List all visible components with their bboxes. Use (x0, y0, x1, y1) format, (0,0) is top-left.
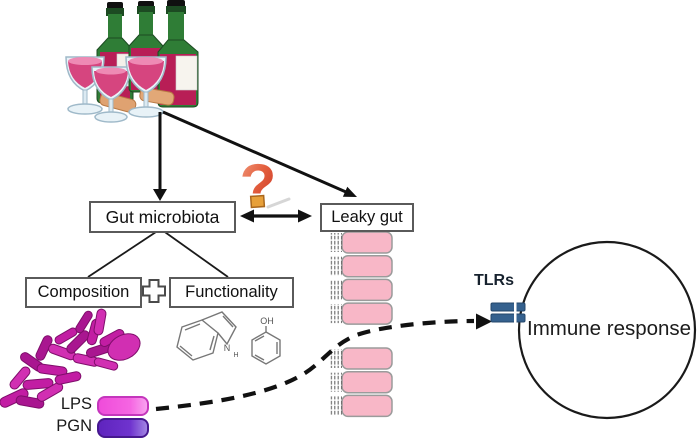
gut-microbiota-box: Gut microbiota (89, 201, 236, 233)
double-arrow-gut-leaky (240, 209, 312, 223)
lps-label: LPS (60, 395, 92, 413)
leaky-gut-label: Leaky gut (331, 208, 403, 226)
svg-text:H: H (233, 352, 238, 359)
plus-icon (142, 279, 166, 303)
composition-box: Composition (25, 277, 142, 308)
wine-glass-icon (91, 66, 131, 123)
gut-bacteria-cluster-icon (0, 308, 141, 409)
svg-text:N: N (224, 343, 231, 353)
gut-microbiota-label: Gut microbiota (105, 206, 220, 227)
question-mark-icon: ? (240, 152, 291, 219)
svg-text:?: ? (240, 152, 277, 219)
indole-structure-icon: N H (176, 311, 239, 361)
wine-bottles-and-glasses-icon (65, 0, 199, 123)
composition-label: Composition (37, 283, 130, 301)
lps-swatch (97, 396, 149, 416)
phenol-structure-icon: OH (251, 316, 281, 365)
arrow-wine-to-gut-microbiota (153, 112, 167, 201)
pgn-label: PGN (56, 417, 92, 435)
leaky-gut-box: Leaky gut (320, 203, 414, 232)
dashed-translocation-arrow (155, 313, 492, 412)
pgn-swatch (97, 418, 149, 438)
arrow-wine-to-leaky-gut (162, 110, 357, 197)
tlr-receptor-icon (490, 302, 526, 323)
functionality-box: Functionality (169, 277, 294, 308)
wine-glass-icon (125, 56, 167, 118)
immune-response-circle (517, 240, 697, 420)
branch-lines-gut-microbiota (87, 229, 229, 278)
intestinal-epithelium-lower (330, 347, 393, 418)
functionality-label: Functionality (185, 283, 278, 301)
tlrs-label: TLRs (474, 272, 514, 289)
intestinal-epithelium-upper (330, 231, 393, 325)
immune-response-label: Immune response (527, 317, 692, 340)
svg-text:OH: OH (260, 316, 274, 326)
